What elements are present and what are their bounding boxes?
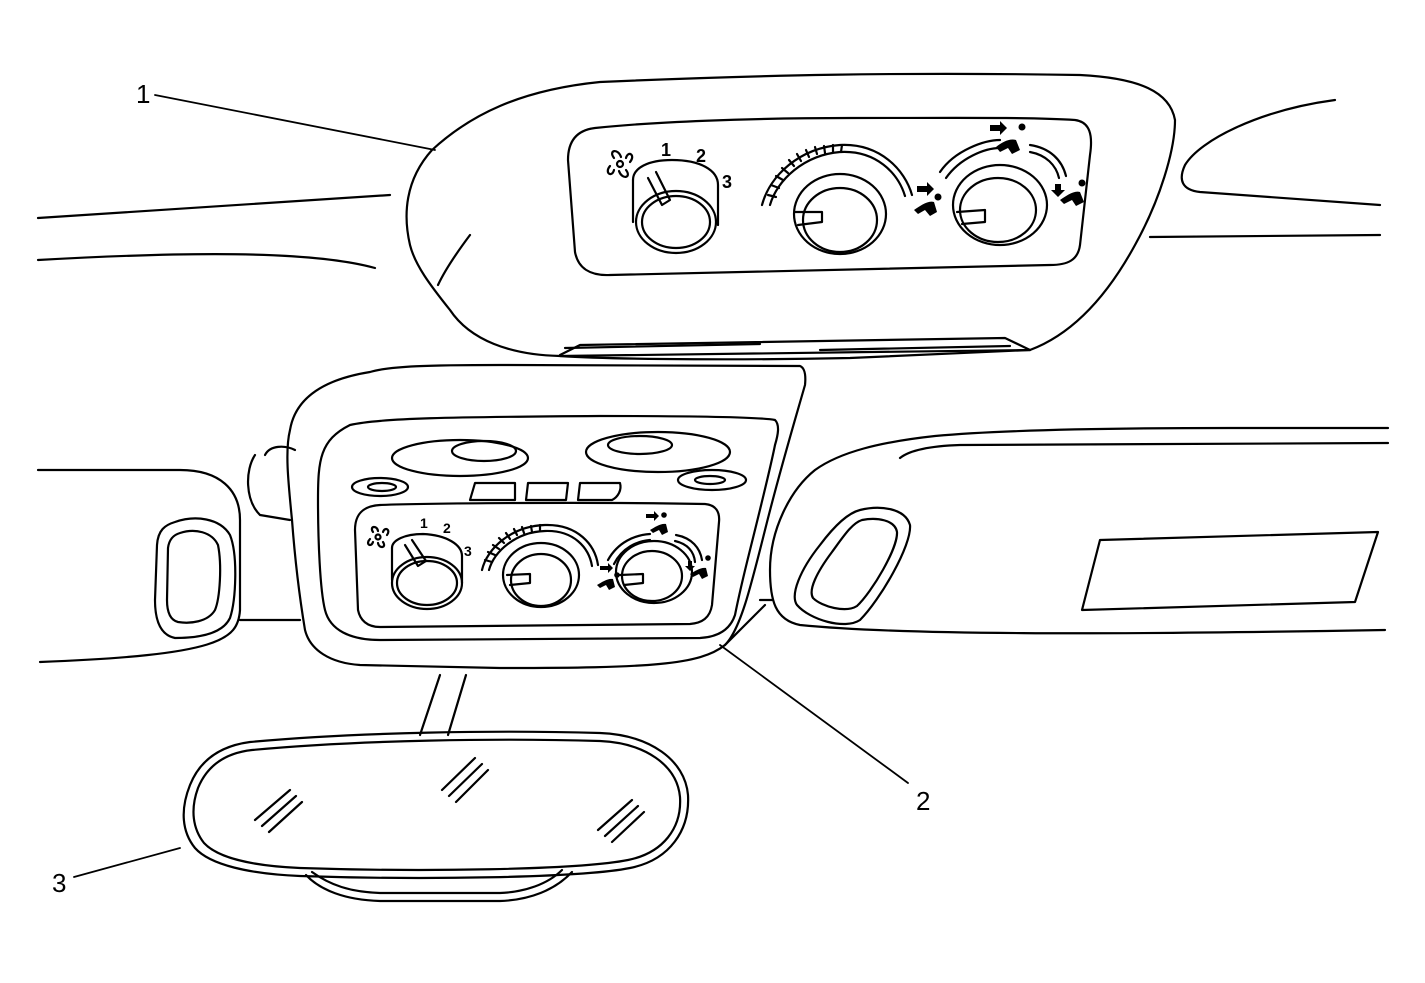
bi-level-vent-icon-large <box>990 121 1026 154</box>
fan-speed-label-3-large: 3 <box>722 172 732 192</box>
center-console-bezel <box>286 363 807 670</box>
fan-speed-knob-small <box>390 532 464 611</box>
temperature-knob-large <box>760 143 914 256</box>
leader-line-3 <box>73 847 181 878</box>
right-air-vent <box>793 506 912 625</box>
fan-speed-label-1-large: 1 <box>661 140 671 160</box>
leader-line-1 <box>154 94 436 151</box>
callout-label-1: 1 <box>136 79 150 109</box>
fan-speed-label-3-small: 3 <box>464 543 472 559</box>
enlarged-control-panel <box>405 72 1177 361</box>
leader-line-2 <box>719 644 909 784</box>
glovebox-panel <box>1080 530 1380 612</box>
dashboard-outline <box>36 98 1390 664</box>
mode-knob-small <box>606 532 704 605</box>
floor-vent-icon-large <box>1051 179 1086 206</box>
temperature-knob-small <box>480 523 600 609</box>
callout-label-3: 3 <box>52 868 66 898</box>
fan-icon-large <box>606 150 634 178</box>
fan-speed-label-2-large: 2 <box>696 146 706 166</box>
fan-icon-small <box>366 525 390 549</box>
fan-speed-label-1-small: 1 <box>420 515 428 531</box>
left-air-vent <box>153 517 237 640</box>
face-vent-icon-small <box>597 563 620 590</box>
glass-hatching-icon <box>253 756 646 844</box>
face-vent-icon-large <box>914 182 942 216</box>
fan-speed-label-2-small: 2 <box>443 520 451 536</box>
fan-speed-knob-large <box>631 158 720 255</box>
floor-vent-icon-small <box>685 555 711 579</box>
mode-knob-large <box>938 138 1068 247</box>
rear-view-mirror <box>182 673 690 903</box>
bi-level-vent-icon-small <box>646 511 668 535</box>
callout-label-2: 2 <box>916 786 930 816</box>
